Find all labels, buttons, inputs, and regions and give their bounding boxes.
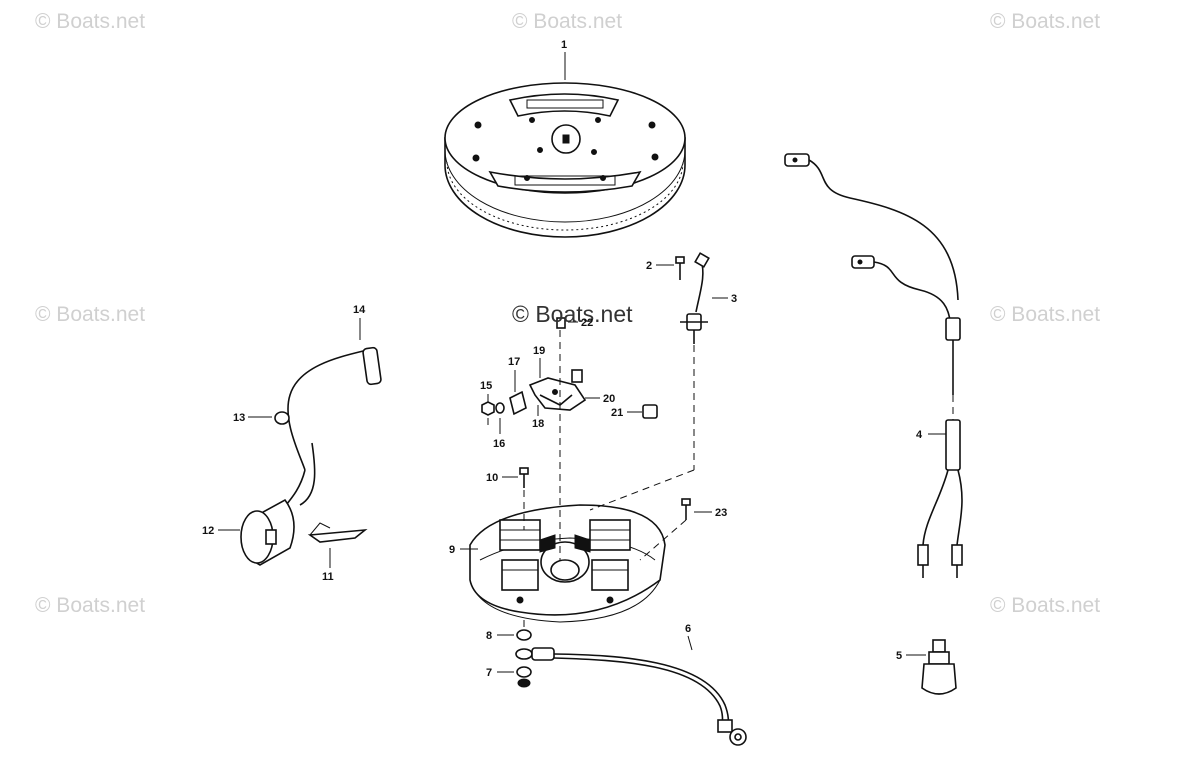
- callout-11: 11: [322, 571, 334, 583]
- callout-8: 8: [486, 630, 492, 642]
- callout-6: 6: [685, 623, 691, 635]
- callout-7: 7: [486, 667, 492, 679]
- watermark-top-left: © Boats.net: [35, 10, 145, 33]
- washer: [495, 402, 505, 414]
- callout-20: 20: [603, 393, 615, 405]
- callout-12: 12: [202, 525, 214, 537]
- callout-18: 18: [532, 418, 544, 430]
- washer-7: [516, 666, 532, 688]
- callout-4: 4: [916, 429, 923, 441]
- condenser-screw: [675, 256, 685, 280]
- callout-2: 2: [646, 260, 652, 272]
- stator-screw: [519, 467, 529, 488]
- callout-1: 1: [561, 39, 567, 51]
- watermark-center: © Boats.net: [512, 301, 633, 327]
- callout-15: 15: [480, 380, 492, 392]
- callout-10: 10: [486, 472, 498, 484]
- wiring-harness: [784, 153, 963, 578]
- condenser: [680, 252, 710, 344]
- cam-wiper: [509, 390, 527, 416]
- nut: [481, 401, 495, 416]
- callout-9: 9: [449, 544, 455, 556]
- callout-16: 16: [493, 438, 505, 450]
- breaker-points: [528, 317, 587, 411]
- watermark-mid-left: © Boats.net: [35, 303, 145, 326]
- callout-13: 13: [233, 412, 245, 424]
- watermark-top-center: © Boats.net: [512, 10, 622, 33]
- callout-22: 22: [581, 317, 593, 329]
- ground-lead: [515, 647, 747, 746]
- callout-19: 19: [533, 345, 545, 357]
- felt-pad: [642, 404, 658, 419]
- flywheel-key: [307, 522, 368, 543]
- coil-screw: [681, 498, 691, 520]
- stator-plate: [469, 504, 666, 623]
- washer-8: [516, 629, 532, 641]
- watermark-bottom-right: © Boats.net: [990, 594, 1100, 617]
- alignment-lines: [487, 330, 695, 630]
- callout-5: 5: [896, 650, 902, 662]
- watermark-bottom-left: © Boats.net: [35, 594, 145, 617]
- callout-17: 17: [508, 356, 520, 368]
- kill-switch: [921, 639, 957, 695]
- watermark-top-right: © Boats.net: [990, 10, 1100, 33]
- callout-23: 23: [715, 507, 727, 519]
- ignition-coil: [240, 346, 382, 566]
- callout-14: 14: [353, 304, 366, 316]
- callout-numbers: 1 2 3 4 5 6 7 8 9 10 11 12 13 14 15 16 1…: [202, 39, 923, 679]
- leader-lines: [218, 52, 946, 673]
- callout-3: 3: [731, 293, 737, 305]
- callout-21: 21: [611, 407, 623, 419]
- flywheel: [444, 82, 686, 238]
- watermark-mid-right: © Boats.net: [990, 303, 1100, 326]
